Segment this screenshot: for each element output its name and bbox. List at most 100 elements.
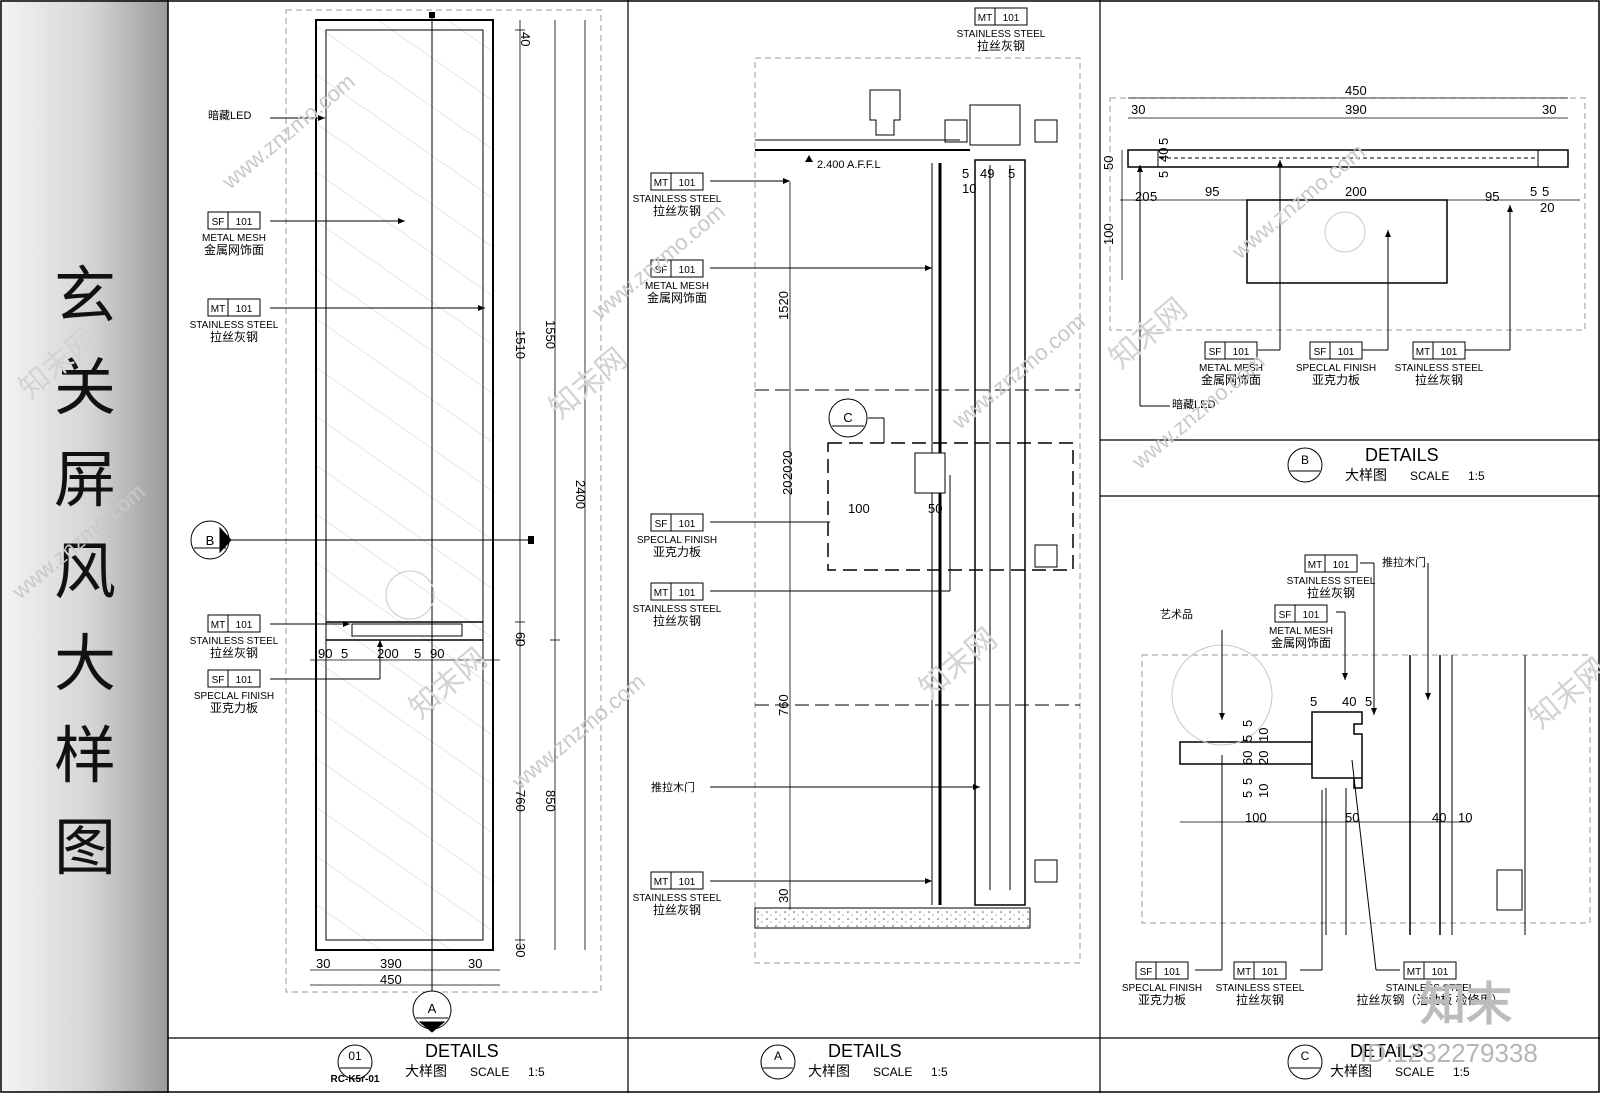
material-name-cn: 拉丝灰钢: [977, 38, 1025, 53]
material-number: 101: [679, 588, 696, 599]
material-number: 101: [1303, 610, 1320, 621]
dimension-value: 40: [1432, 810, 1446, 825]
material-name-en: SPECLAL FINISH: [194, 691, 274, 702]
dimension-value: 5: [1150, 189, 1157, 204]
material-code: SF: [655, 519, 668, 530]
sheet-title-char: 关: [53, 351, 116, 424]
material-code: MT: [654, 588, 668, 599]
material-tag-box: [974, 7, 1028, 26]
watermark-text-cn: 知末网: [1103, 292, 1193, 375]
dimension-value: 200: [1345, 184, 1367, 199]
material-tag-box: [1204, 341, 1258, 360]
dimension-value: 60: [513, 632, 528, 646]
material-name-en: METAL MESH: [645, 281, 709, 292]
scale-label: SCALE: [470, 1065, 509, 1079]
detail-number: 01: [348, 1049, 362, 1063]
material-number: 101: [236, 620, 253, 631]
material-code: SF: [212, 675, 225, 686]
watermark-text-cn: 知末网: [1523, 652, 1600, 735]
material-code: SF: [1209, 347, 1222, 358]
material-number: 101: [1233, 347, 1250, 358]
detail-heading: DETAILS: [1365, 445, 1439, 465]
material-tag-box: [1412, 341, 1466, 360]
material-name-cn: 拉丝灰钢: [1307, 585, 1355, 600]
dimension-value: 5: [341, 646, 348, 661]
dimension-value: 1550: [543, 320, 558, 349]
dimension-value: 20: [1256, 751, 1271, 765]
dimension-value: 200: [377, 646, 399, 661]
material-code: MT: [654, 877, 668, 888]
dimension-value: 2400: [573, 480, 588, 509]
watermark-marks: [385, 211, 1366, 746]
material-tag-box: [1274, 604, 1328, 623]
material-name-cn: 亚克力板: [1312, 373, 1360, 387]
dimension-value: 5: [1156, 171, 1171, 178]
material-tag-box: [207, 614, 261, 633]
material-tag-box: [1309, 341, 1363, 360]
material-number: 101: [236, 675, 253, 686]
scale-value: 1:5: [528, 1065, 545, 1079]
material-number: 101: [1441, 347, 1458, 358]
detail-heading-cn: 大样图: [808, 1063, 850, 1079]
watermark-text: www.znzmo.com: [1226, 139, 1369, 265]
dimension-value: 5: [1240, 778, 1255, 785]
material-name-cn: 拉丝灰钢: [653, 613, 701, 628]
dimension-value: 95: [1485, 189, 1499, 204]
dimension-value: 100: [1245, 810, 1267, 825]
dimension-value: 5: [962, 166, 969, 181]
scale-value: 1:5: [1468, 469, 1485, 483]
material-name-en: STAINLESS STEEL: [190, 320, 279, 331]
brand-logo-text: 知末: [1420, 978, 1512, 1030]
material-name-cn: 拉丝灰钢（活动板 检修用）: [1356, 992, 1503, 1007]
watermark-text: www.znzmo.com: [946, 309, 1089, 435]
material-number: 101: [679, 265, 696, 276]
detail-heading: DETAILS: [425, 1041, 499, 1061]
material-code: SF: [655, 265, 668, 276]
dimension-value: 40: [1342, 694, 1356, 709]
section-marker-a: A: [428, 1001, 437, 1016]
watermark-text-cn: 知末网: [543, 342, 633, 425]
material-name-en: STAINLESS STEEL: [1287, 576, 1376, 587]
material-code: MT: [654, 178, 668, 189]
material-name-cn: 拉丝灰钢: [653, 902, 701, 917]
material-number: 101: [1432, 967, 1449, 978]
sheet-title-char: 图: [53, 811, 116, 884]
material-number: 101: [236, 304, 253, 315]
material-code: MT: [1308, 560, 1322, 571]
material-tag-box: [650, 582, 704, 601]
panel-01-elevation: [200, 9, 602, 1000]
dimension-value: 850: [543, 790, 558, 812]
dimension-value: 50: [1345, 810, 1359, 825]
dimension-value: 30: [513, 943, 528, 957]
material-name-en: METAL MESH: [202, 233, 266, 244]
dimension-value: 90: [430, 646, 444, 661]
dimension-value: 20: [1540, 200, 1554, 215]
material-code: SF: [1140, 967, 1153, 978]
dimension-value: 5: [1542, 184, 1549, 199]
panel-a-section: [754, 57, 1081, 964]
material-name-cn: 亚克力板: [210, 701, 258, 715]
material-tag-box: [207, 298, 261, 317]
detail-number: C: [1301, 1049, 1310, 1063]
material-number: 101: [1333, 560, 1350, 571]
dimension-value: 100: [1101, 223, 1116, 245]
dimension-value: 5: [1240, 735, 1255, 742]
material-name-cn: 拉丝灰钢: [210, 645, 258, 660]
scale-value: 1:5: [1453, 1065, 1470, 1079]
dimension-value: 40: [1156, 148, 1171, 162]
dimension-value: 10: [962, 181, 976, 196]
dimension-value: 450: [380, 972, 402, 987]
material-tag-box: [1304, 554, 1358, 573]
material-name-en: STAINLESS STEEL: [190, 636, 279, 647]
material-tag-box: [1233, 961, 1287, 980]
material-name-en: STAINLESS STEEL: [1216, 983, 1305, 994]
detail-number: A: [774, 1049, 782, 1063]
material-name-cn: 亚克力板: [1138, 993, 1186, 1007]
dimension-value: 49: [980, 166, 994, 181]
dimension-value: 5: [1530, 184, 1537, 199]
material-number: 101: [679, 877, 696, 888]
dimension-value: 1510: [513, 330, 528, 359]
material-name-en: STAINLESS STEEL: [633, 604, 722, 615]
material-code: MT: [1237, 967, 1251, 978]
